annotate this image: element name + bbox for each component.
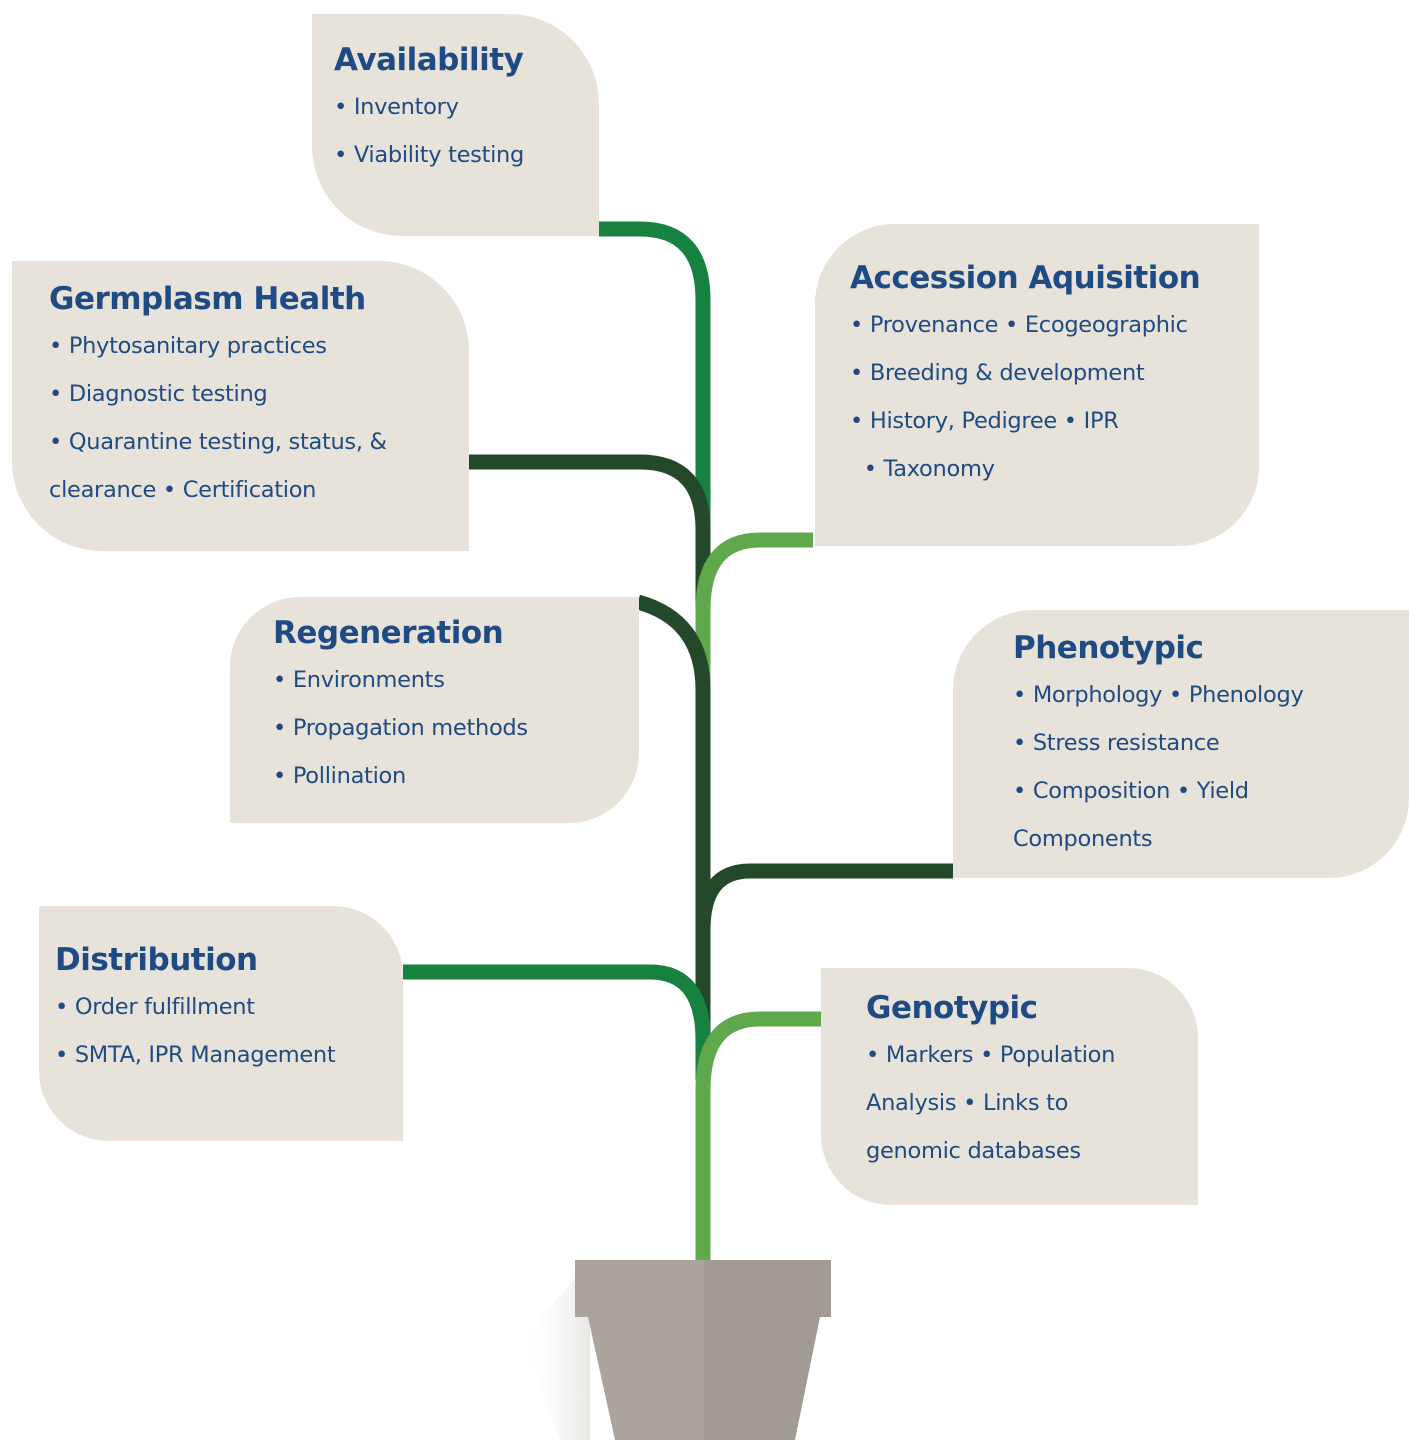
leaf-title-distribution: Distribution — [55, 942, 258, 978]
leaf-items-regeneration: • Environments • Propagation methods • P… — [273, 656, 639, 800]
leaf-genotypic: Genotypic • Markers • Population Analysi… — [821, 968, 1198, 1205]
stem-branch-regeneration — [635, 594, 711, 1000]
stem-branch-availability — [599, 221, 711, 540]
list-item: • Markers • Population — [866, 1042, 1116, 1069]
list-item: • Phytosanitary practices — [49, 333, 327, 360]
leaf-items-availability: • Inventory • Viability testing — [334, 83, 599, 179]
list-item: clearance • Certification — [49, 477, 317, 504]
leaf-items-distribution: • Order fulfillment • SMTA, IPR Manageme… — [55, 983, 403, 1079]
list-item: • Quarantine testing, status, & — [49, 429, 387, 456]
list-item: • SMTA, IPR Management — [55, 1042, 336, 1069]
leaf-title-availability: Availability — [334, 42, 524, 78]
leaf-germplasm-health: Germplasm Health • Phytosanitary practic… — [12, 261, 469, 551]
list-item: • Stress resistance — [1013, 730, 1220, 757]
list-item: • Pollination — [273, 763, 406, 790]
stem-branch-accession — [695, 532, 813, 700]
leaf-availability: Availability • Inventory • Viability tes… — [312, 14, 599, 236]
list-item: • Inventory — [334, 94, 459, 121]
list-item: • Environments — [273, 667, 445, 694]
list-item: • Composition • Yield — [1013, 778, 1249, 805]
leaf-items-phenotypic: • Morphology • Phenology • Stress resist… — [1013, 671, 1409, 863]
leaf-title-phenotypic: Phenotypic — [1013, 630, 1204, 666]
list-item: genomic databases — [866, 1138, 1081, 1165]
leaf-title-germplasm-health: Germplasm Health — [49, 281, 366, 317]
list-item: • Provenance • Ecogeographic — [850, 312, 1188, 339]
stem-branch-distribution — [403, 964, 711, 1080]
stem-branch-germplasm-health — [469, 454, 711, 640]
leaf-title-genotypic: Genotypic — [866, 990, 1038, 1026]
list-item: • Order fulfillment — [55, 994, 255, 1021]
leaf-accession-aquisition: Accession Aquisition • Provenance • Ecog… — [815, 224, 1259, 546]
leaf-items-germplasm-health: • Phytosanitary practices • Diagnostic t… — [49, 322, 469, 514]
leaf-distribution: Distribution • Order fulfillment • SMTA,… — [39, 906, 403, 1141]
leaf-items-genotypic: • Markers • Population Analysis • Links … — [866, 1031, 1198, 1175]
list-item: • Propagation methods — [273, 715, 528, 742]
list-item: Components — [1013, 826, 1153, 853]
list-item: • Breeding & development — [850, 360, 1145, 387]
leaf-items-accession-aquisition: • Provenance • Ecogeographic • Breeding … — [850, 301, 1259, 493]
leaf-title-regeneration: Regeneration — [273, 615, 504, 651]
leaf-title-accession-aquisition: Accession Aquisition — [850, 260, 1201, 296]
list-item: Analysis • Links to — [866, 1090, 1069, 1117]
list-item: • Taxonomy — [850, 456, 995, 483]
leaf-phenotypic: Phenotypic • Morphology • Phenology • St… — [953, 610, 1409, 878]
stem-branch-phenotypic — [695, 863, 953, 1040]
list-item: • Diagnostic testing — [49, 381, 268, 408]
list-item: • Viability testing — [334, 142, 524, 169]
list-item: • Morphology • Phenology — [1013, 682, 1304, 709]
list-item: • History, Pedigree • IPR — [850, 408, 1119, 435]
leaf-regeneration: Regeneration • Environments • Propagatio… — [230, 597, 639, 823]
stem-branch-genotypic — [695, 1011, 822, 1262]
